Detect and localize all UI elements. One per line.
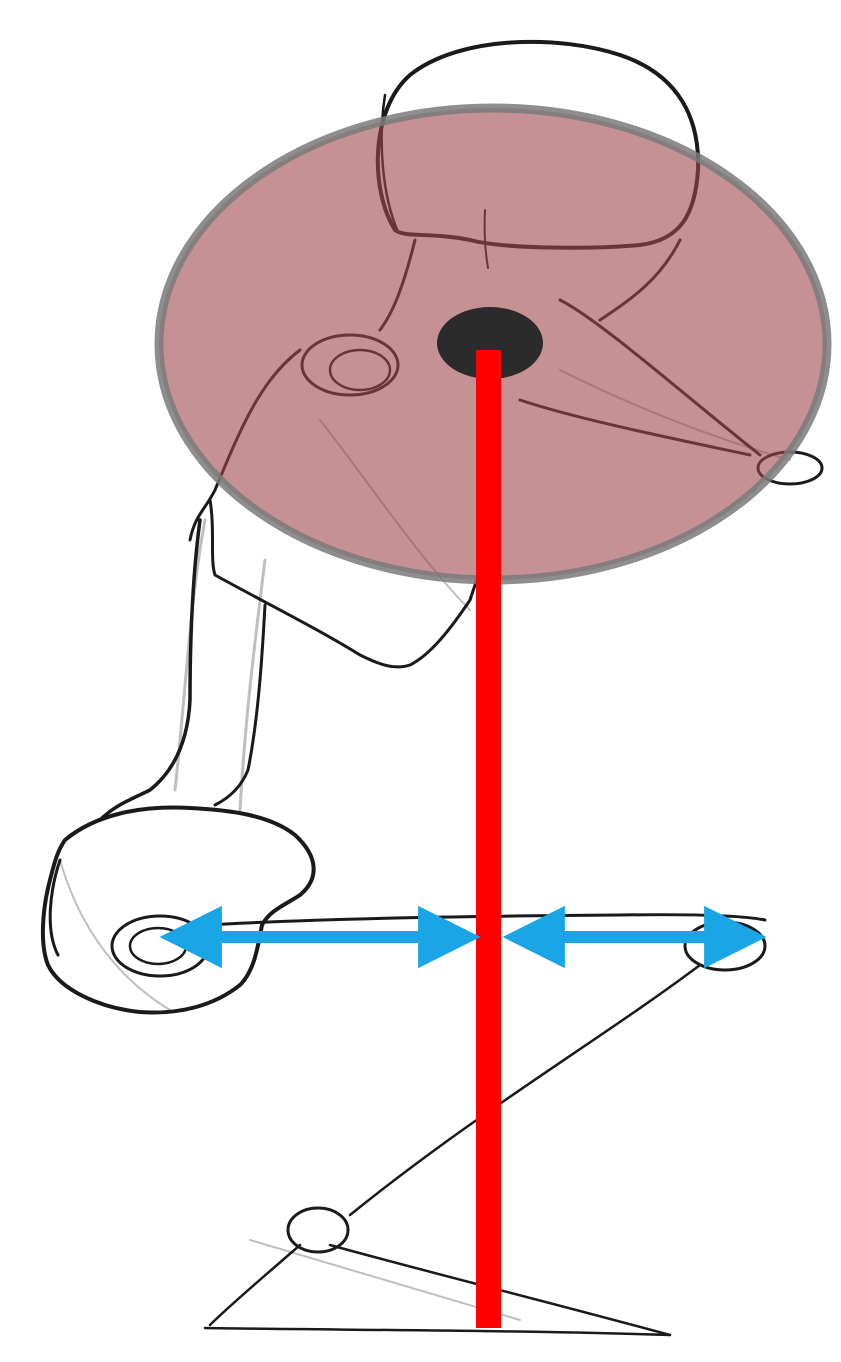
plumb-line (476, 350, 501, 1328)
